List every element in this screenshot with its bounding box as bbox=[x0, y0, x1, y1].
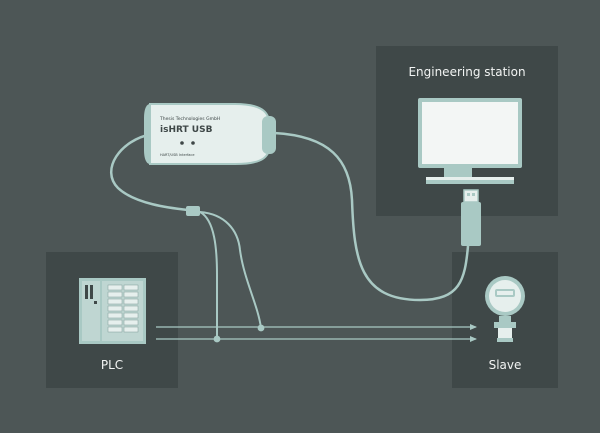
plc-module-icon bbox=[79, 278, 146, 344]
cable-splitter bbox=[186, 206, 200, 216]
device-led-2 bbox=[191, 141, 195, 145]
engineering-station-label: Engineering station bbox=[408, 65, 525, 79]
monitor-icon bbox=[418, 98, 522, 184]
device-subtitle: HART/USB Interface bbox=[160, 153, 195, 157]
hart-wires bbox=[199, 211, 262, 340]
device-manufacturer: Thesis Technologies GmbH bbox=[159, 116, 220, 122]
device-led-1 bbox=[180, 141, 184, 145]
bus-arrowheads bbox=[470, 324, 477, 342]
usb-plug-icon bbox=[461, 189, 481, 246]
slave-transmitter-icon bbox=[485, 276, 525, 342]
plc-label: PLC bbox=[101, 358, 123, 372]
ishrt-usb-device: Thesis Technologies GmbH isHRT USB HART/… bbox=[144, 103, 276, 165]
bus-lines bbox=[156, 326, 476, 340]
usb-cable bbox=[110, 131, 470, 302]
bus-junction-bottom bbox=[213, 335, 221, 343]
bus-junction-top bbox=[257, 324, 265, 332]
slave-label: Slave bbox=[489, 358, 522, 372]
device-product-name: isHRT USB bbox=[160, 125, 213, 135]
